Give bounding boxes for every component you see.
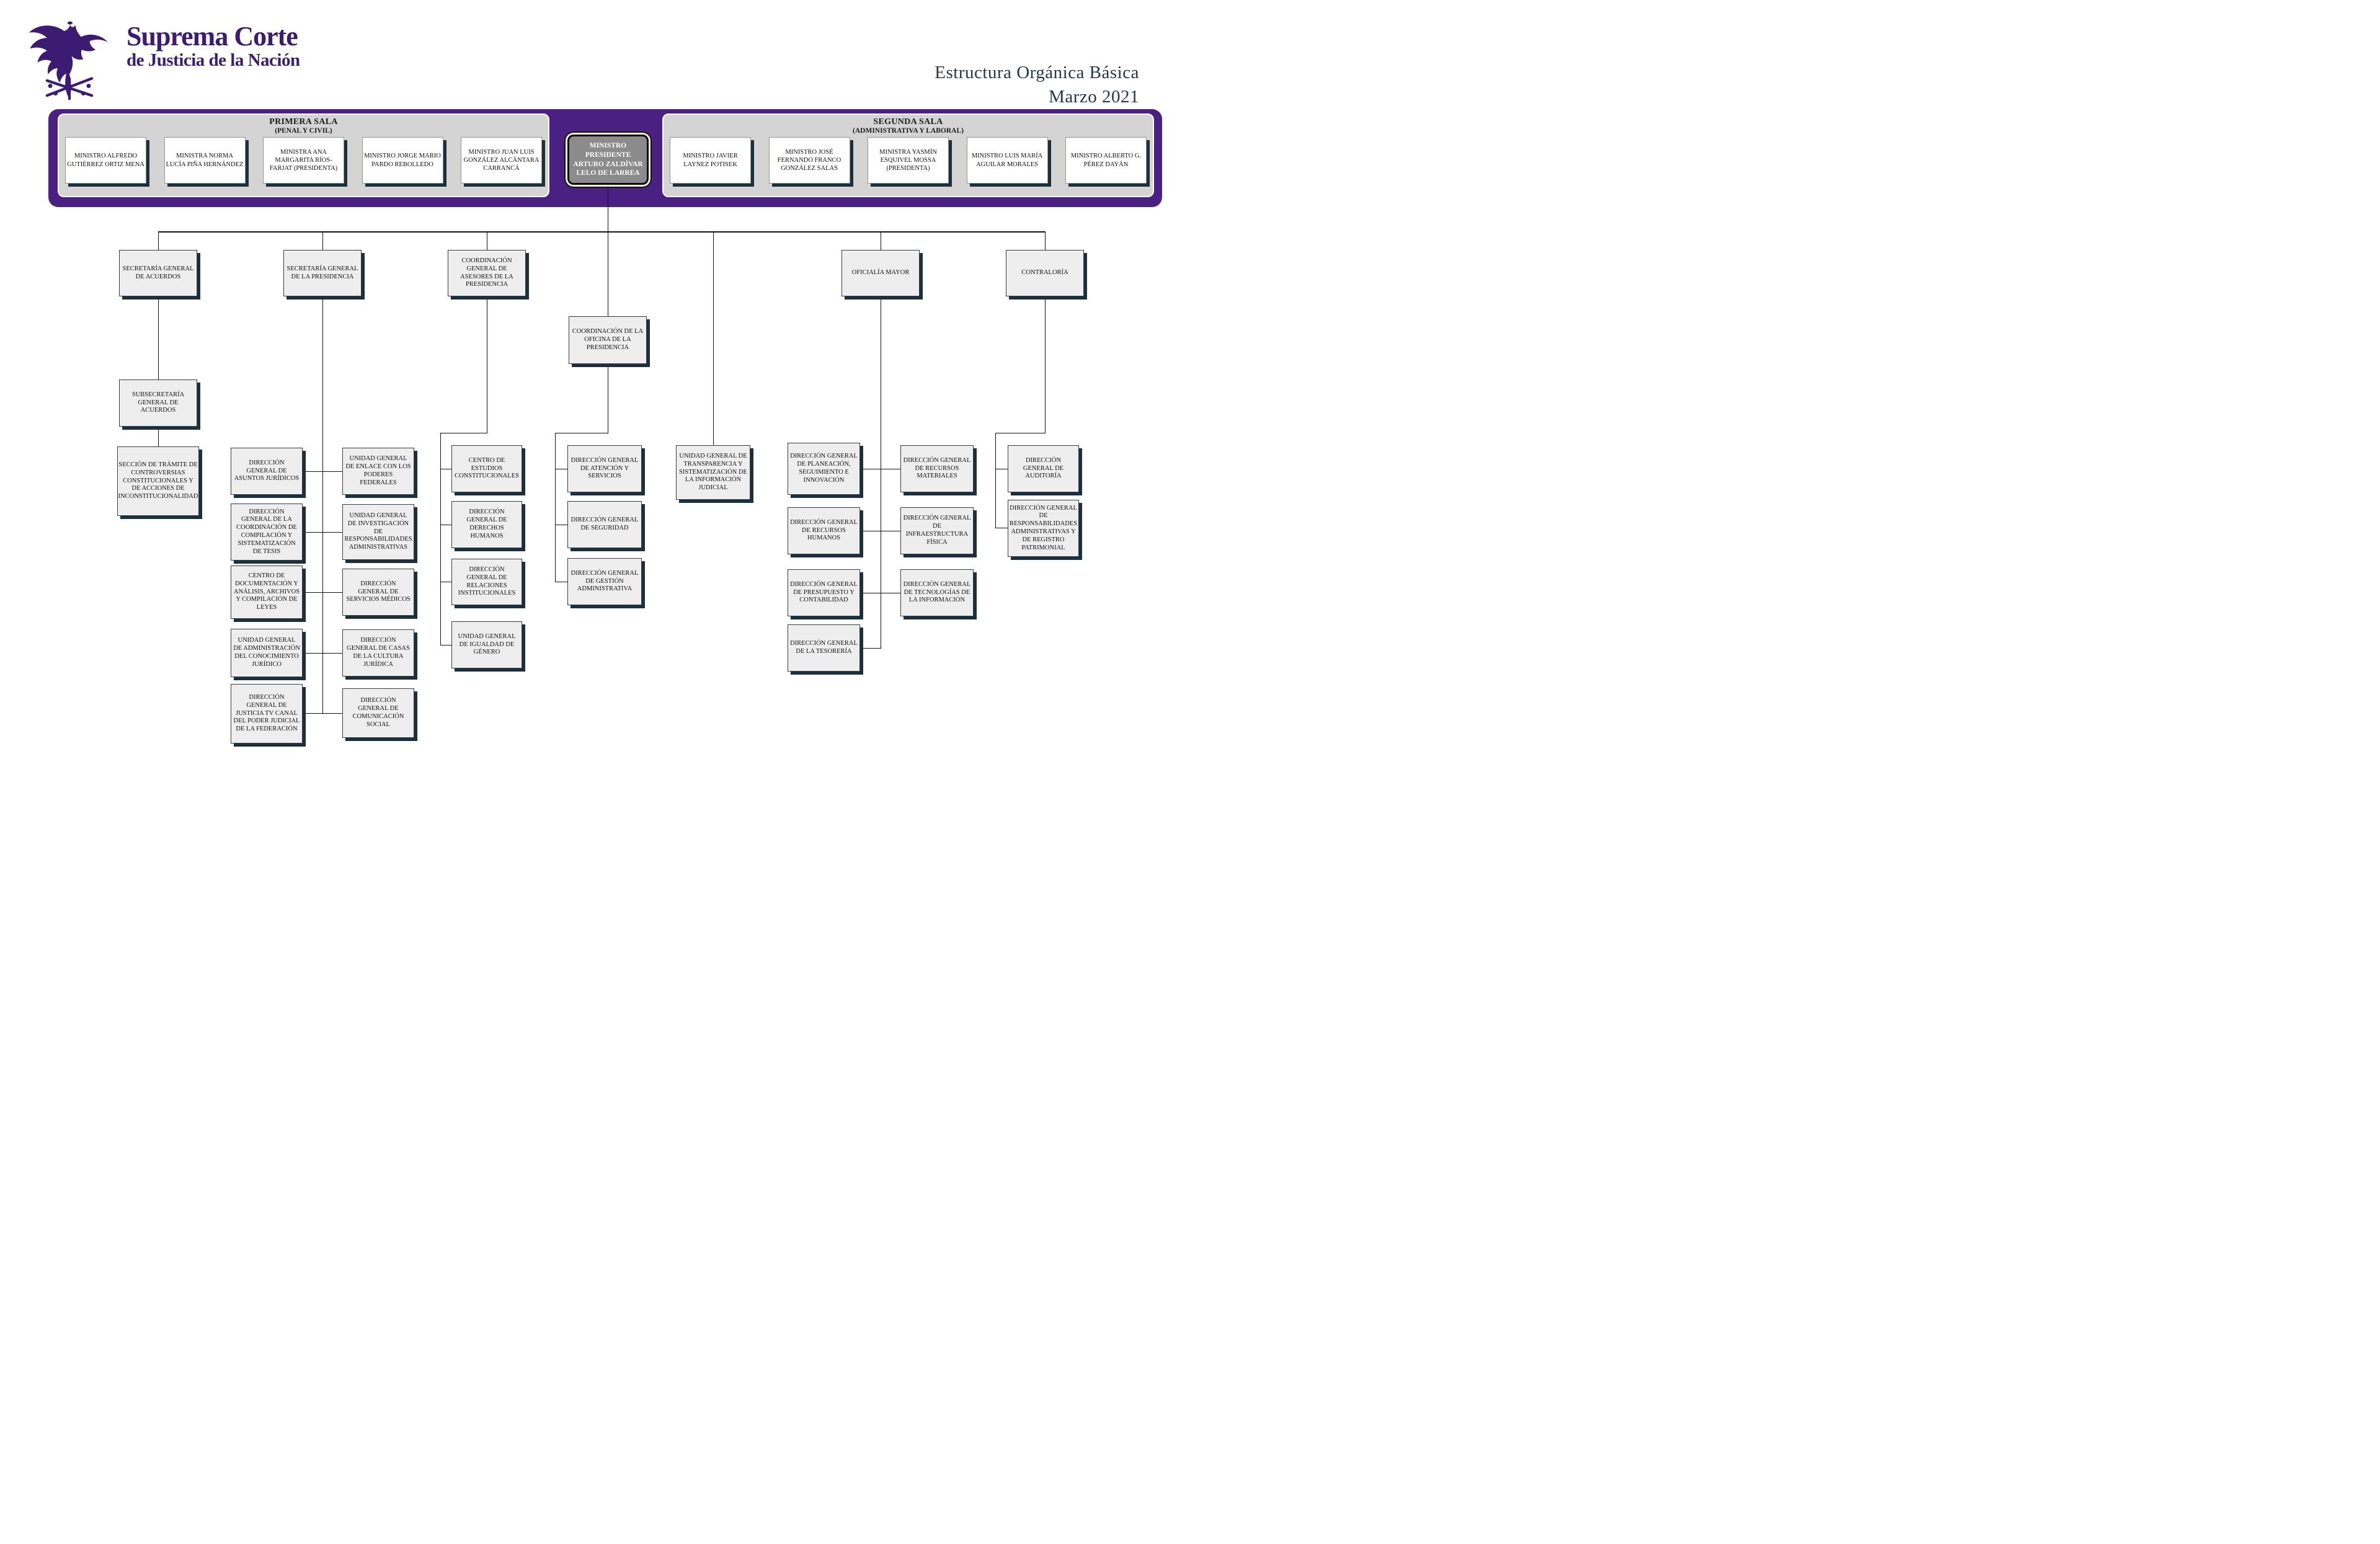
org-node-dg-recursos-materiales: DIRECCIÓN GENERAL DE RECURSOS MATERIALES <box>900 445 974 492</box>
org-node-coordinacion-oficina-presidencia: COORDINACIÓN DE LA OFICINA DE LA PRESIDE… <box>569 316 647 364</box>
document-title-line1: Estructura Orgánica Básica <box>935 63 1139 82</box>
segunda-sala-panel: SEGUNDA SALA (ADMINISTRATIVA Y LABORAL) … <box>662 113 1154 197</box>
org-node-secretaria-general-presidencia: SECRETARÍA GENERAL DE LA PRESIDENCIA <box>283 250 362 296</box>
president-node: MINISTRO PRESIDENTE ARTURO ZALDÍVAR LELO… <box>567 135 649 185</box>
org-node-oficialia-mayor: OFICIALÍA MAYOR <box>841 250 920 296</box>
org-node-dg-atencion-servicios: DIRECCIÓN GENERAL DE ATENCIÓN Y SERVICIO… <box>567 445 642 492</box>
org-node-dg-derechos-humanos: DIRECCIÓN GENERAL DE DERECHOS HUMANOS <box>451 501 522 548</box>
org-chart-canvas: Suprema Corte de Justicia de la Nación E… <box>0 0 1190 772</box>
org-node-dg-servicios-medicos: DIRECCIÓN GENERAL DE SERVICIOS MÉDICOS <box>342 569 414 616</box>
org-node-ug-investigacion-responsabilidades: UNIDAD GENERAL DE INVESTIGACIÓN DE RESPO… <box>342 504 414 560</box>
org-node-dg-tesoreria: DIRECCIÓN GENERAL DE LA TESORERÍA <box>788 624 860 672</box>
org-node-dg-casas-cultura-juridica: DIRECCIÓN GENERAL DE CASAS DE LA CULTURA… <box>342 629 414 677</box>
org-node-dg-relaciones-institucionales: DIRECCIÓN GENERAL DE RELACIONES INSTITUC… <box>451 559 522 605</box>
org-node-ug-transparencia: UNIDAD GENERAL DE TRANSPARENCIA Y SISTEM… <box>676 445 750 500</box>
org-node-dg-recursos-humanos: DIRECCIÓN GENERAL DE RECURSOS HUMANOS <box>788 507 860 554</box>
org-node-subsecretaria-general-acuerdos: SUBSECRETARÍA GENERAL DE ACUERDOS <box>119 379 197 427</box>
document-title-line2: Marzo 2021 <box>1049 87 1139 107</box>
org-node-ug-igualdad-genero: UNIDAD GENERAL DE IGUALDAD DE GÉNERO <box>451 621 522 668</box>
primera-sala-panel: PRIMERA SALA (PENAL Y CIVIL) MINISTRO AL… <box>58 113 549 197</box>
org-node-coordinacion-general-asesores: COORDINACIÓN GENERAL DE ASESORES DE LA P… <box>448 250 526 296</box>
org-node-contraloria: CONTRALORÍA <box>1006 250 1084 296</box>
org-node-secretaria-general-acuerdos: SECRETARÍA GENERAL DE ACUERDOS <box>119 250 197 296</box>
org-node-ug-administracion-conocimiento-juridico: UNIDAD GENERAL DE ADMINISTRACIÓN DEL CON… <box>231 629 303 677</box>
primera-sala-title: PRIMERA SALA <box>269 117 338 126</box>
minister-card: MINISTRO JUAN LUIS GONZÁLEZ ALCÁNTARA CA… <box>461 137 542 184</box>
minister-card: MINISTRO ALBERTO G. PÉREZ DAYÁN <box>1065 137 1147 184</box>
org-node-dg-asuntos-juridicos: DIRECCIÓN GENERAL DE ASUNTOS JURÍDICOS <box>231 448 303 495</box>
org-node-dg-compilacion-sistematizacion-tesis: DIRECCIÓN GENERAL DE LA COORDINACIÓN DE … <box>231 504 303 561</box>
minister-card: MINISTRO JAVIER LAYNEZ POTISEK <box>670 137 751 184</box>
minister-card: MINISTRO JOSÉ FERNANDO FRANCO GONZÁLEZ S… <box>768 137 850 184</box>
org-node-dg-seguridad: DIRECCIÓN GENERAL DE SEGURIDAD <box>567 501 642 548</box>
primera-sala-ministers-row: MINISTRO ALFREDO GUTIÉRREZ ORTIZ MENA MI… <box>65 137 542 184</box>
org-node-dg-responsabilidades-registro-patrimonial: DIRECCIÓN GENERAL DE RESPONSABILIDADES A… <box>1008 500 1079 557</box>
org-node-dg-tecnologias-informacion: DIRECCIÓN GENERAL DE TECNOLOGÍAS DE LA I… <box>900 569 974 616</box>
org-node-centro-documentacion-analisis: CENTRO DE DOCUMENTACIÓN Y ANÁLISIS, ARCH… <box>231 566 303 619</box>
minister-card: MINISTRO LUIS MARÍA AGUILAR MORALES <box>966 137 1048 184</box>
org-node-dg-justicia-tv: DIRECCIÓN GENERAL DE JUSTICIA TV CANAL D… <box>231 684 303 743</box>
segunda-sala-ministers-row: MINISTRO JAVIER LAYNEZ POTISEK MINISTRO … <box>670 137 1147 184</box>
document-title: Estructura Orgánica Básica Marzo 2021 <box>935 61 1139 109</box>
primera-sala-subtitle: (PENAL Y CIVIL) <box>275 127 332 135</box>
org-node-dg-planeacion-seguimiento-innovacion: DIRECCIÓN GENERAL DE PLANEACIÓN, SEGUIMI… <box>788 443 860 495</box>
logo-subtitle: de Justicia de la Nación <box>127 50 300 71</box>
segunda-sala-title: SEGUNDA SALA <box>873 117 943 126</box>
org-node-seccion-tramite-controversias: SECCIÓN DE TRÁMITE DE CONTROVERSIAS CONS… <box>117 446 199 516</box>
logo-wordmark: Suprema Corte de Justicia de la Nación <box>127 21 300 71</box>
minister-card: MINISTRA ANA MARGARITA RÍOS-FARJAT (PRES… <box>263 137 344 184</box>
scjn-eagle-logo-icon <box>29 21 108 100</box>
minister-card: MINISTRA NORMA LUCÍA PIÑA HERNÁNDEZ <box>164 137 246 184</box>
org-node-dg-infraestructura-fisica: DIRECCIÓN GENERAL DE INFRAESTRUCTURA FÍS… <box>900 507 974 554</box>
org-node-dg-gestion-administrativa: DIRECCIÓN GENERAL DE GESTIÓN ADMINISTRAT… <box>567 558 642 605</box>
org-node-dg-comunicacion-social: DIRECCIÓN GENERAL DE COMUNICACIÓN SOCIAL <box>342 688 414 738</box>
logo-title: Suprema Corte <box>127 21 298 51</box>
minister-card: MINISTRO ALFREDO GUTIÉRREZ ORTIZ MENA <box>65 137 146 184</box>
primera-sala-header: PRIMERA SALA (PENAL Y CIVIL) <box>59 117 548 135</box>
minister-card: MINISTRO JORGE MARIO PARDO REBOLLEDO <box>362 137 443 184</box>
org-node-dg-presupuesto-contabilidad: DIRECCIÓN GENERAL DE PRESUPUESTO Y CONTA… <box>788 569 860 616</box>
segunda-sala-subtitle: (ADMINISTRATIVA Y LABORAL) <box>853 127 964 135</box>
segunda-sala-header: SEGUNDA SALA (ADMINISTRATIVA Y LABORAL) <box>664 117 1153 135</box>
org-node-ug-enlace-poderes-federales: UNIDAD GENERAL DE ENLACE CON LOS PODERES… <box>342 448 414 495</box>
org-node-dg-auditoria: DIRECCIÓN GENERAL DE AUDITORÍA <box>1008 445 1079 492</box>
minister-card: MINISTRA YASMÍN ESQUIVEL MOSSA (PRESIDEN… <box>868 137 949 184</box>
org-node-centro-estudios-constitucionales: CENTRO DE ESTUDIOS CONSTITUCIONALES <box>451 445 522 492</box>
